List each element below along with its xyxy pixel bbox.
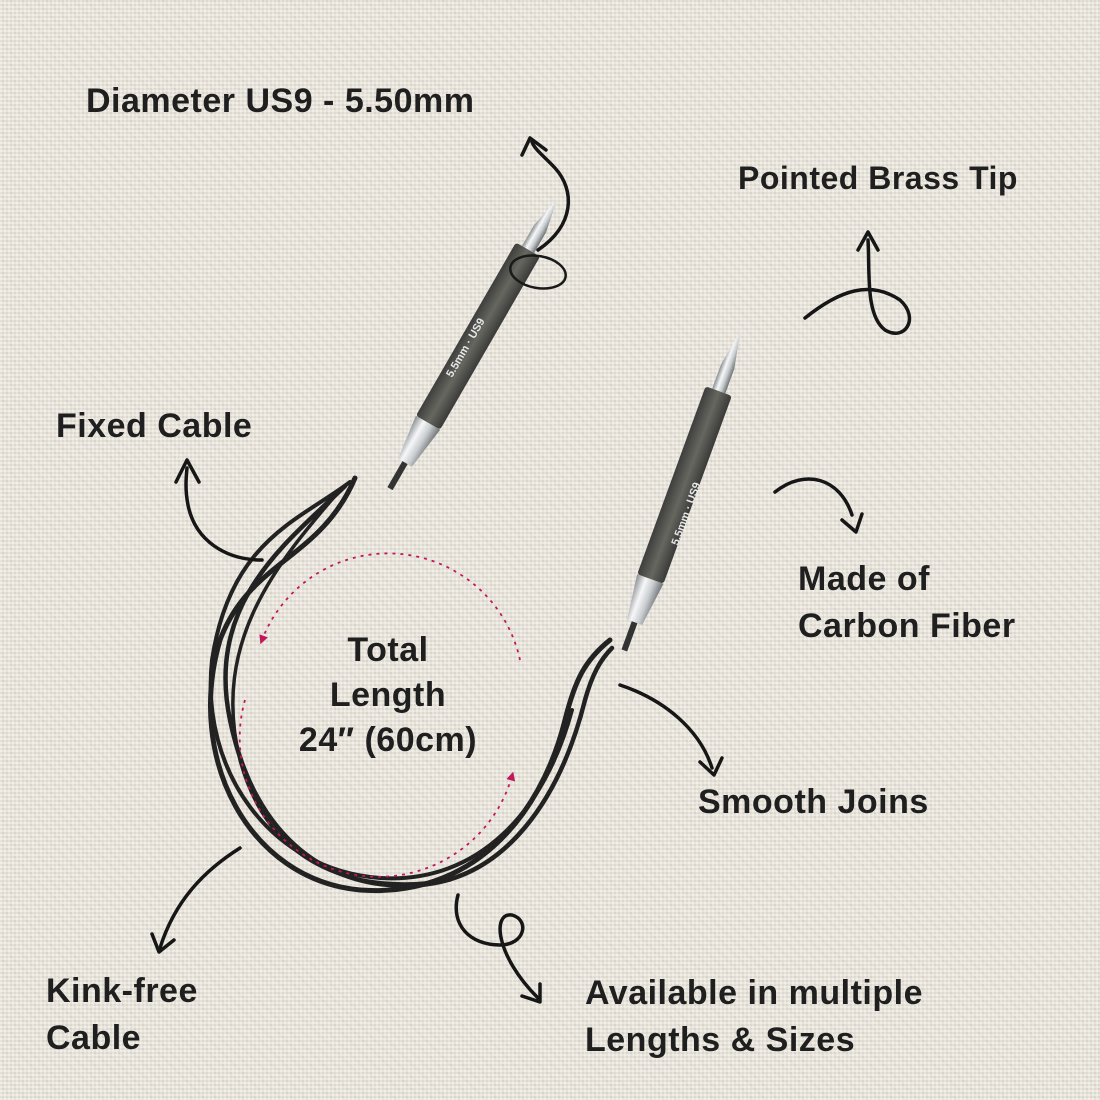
label-kink-line1: Kink-free [46,972,198,1010]
arrow-kink [158,846,242,950]
ring-marker [509,254,567,290]
callout-arrows [150,136,912,1004]
length-indicator [238,552,521,878]
label-total-line3: 24″ (60cm) [298,721,478,759]
label-total-length: Total Length 24″ (60cm) [268,628,508,763]
right-needle [621,330,741,652]
label-carbon-line2: Carbon Fiber [798,607,1016,645]
label-kink-free: Kink-free Cable [46,968,198,1062]
label-available-line1: Available in multiple [585,974,923,1012]
label-total-line1: Total [347,631,429,669]
label-diameter: Diameter US9 - 5.50mm [86,82,475,120]
label-available-line2: Lengths & Sizes [585,1021,856,1059]
label-carbon-fiber: Made of Carbon Fiber [798,556,1016,650]
label-carbon-line1: Made of [798,560,930,598]
arrow-smooth [618,683,714,770]
label-smooth-joins: Smooth Joins [698,783,929,821]
arrow-carbon [773,477,854,517]
label-total-line2: Length [329,676,447,714]
arrow-available [454,893,540,1000]
arrow-tip [803,238,912,335]
label-available: Available in multiple Lengths & Sizes [585,970,923,1064]
label-fixed-cable: Fixed Cable [56,407,253,445]
label-pointed-tip: Pointed Brass Tip [738,160,1018,196]
arrow-diameter [530,140,571,252]
cable [208,475,615,894]
label-kink-line2: Cable [46,1019,142,1057]
left-needle [387,198,558,491]
arrow-fixed-cable [184,466,264,562]
